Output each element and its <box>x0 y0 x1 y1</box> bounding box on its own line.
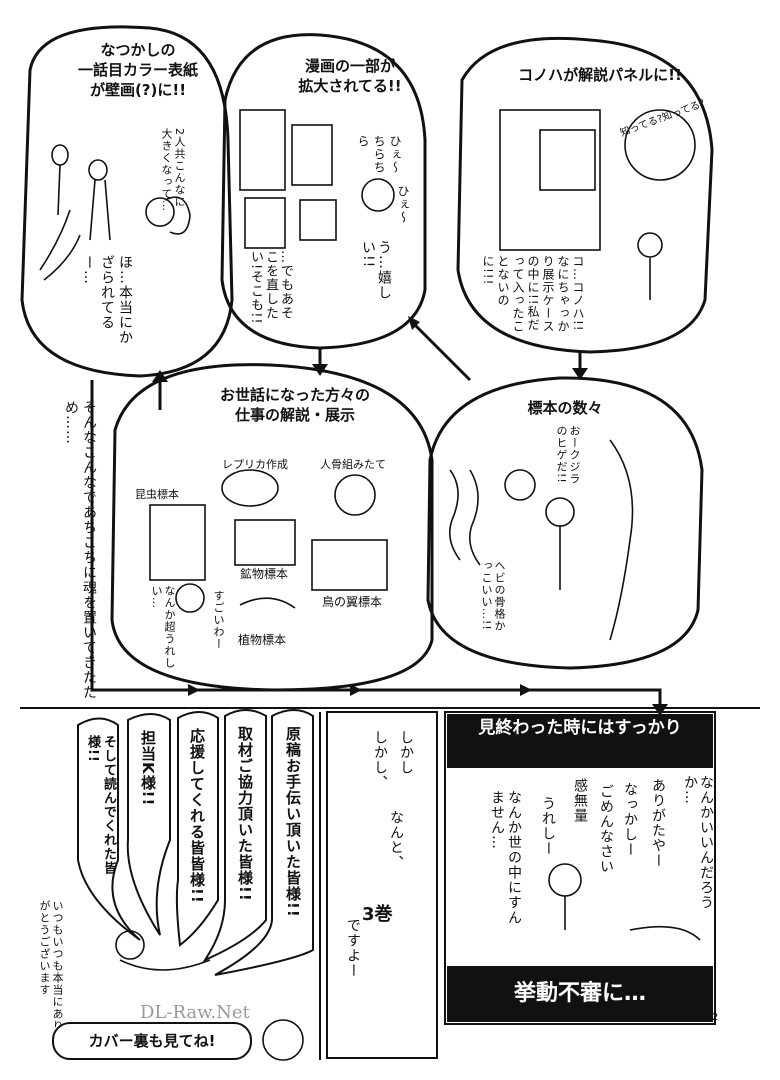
right-bubble2: ヘビの骨格かっこいい…!! <box>480 560 506 632</box>
top-middle-sfx1: ひぇ〜ちらちら <box>356 135 402 174</box>
callout-bubble-3 <box>175 711 219 947</box>
top-left-caption: ほ…本当にかざられてるー… <box>81 255 133 345</box>
cover-note-bubble: カバー裏も見てね! <box>52 1022 252 1060</box>
callout-bubble-2 <box>126 713 171 936</box>
label-plants: 植物標本 <box>238 633 287 647</box>
middle-line3: なんと、 <box>388 810 404 870</box>
callout-bubble-1 <box>77 717 141 941</box>
middle-line1: しかし <box>398 730 414 775</box>
right-footer: 挙動不審に… <box>513 981 646 1006</box>
panel-top-middle-heading: 漫画の一部が 拡大されてる!! <box>285 56 415 96</box>
heading-line: が壁画(?)に!! <box>89 81 187 99</box>
heading-line: 拡大されてる!! <box>298 77 402 95</box>
thanks-assistants: 原稿お手伝い頂いた皆様!! <box>284 726 302 918</box>
thanks-editor: 担当K様!! <box>139 730 157 807</box>
top-middle-sfx2: ひぇ〜 <box>396 185 410 224</box>
panel-bubble-top-left <box>20 25 234 378</box>
center-sfx: すごいわー <box>212 590 225 650</box>
side-narration: そんなこんなであちこちに魂を置いてきたため…… <box>63 400 97 700</box>
right-footer-bar: 挙動不審に… <box>447 966 713 1022</box>
right-title-bar: 見終わった時にはすっかり <box>447 714 713 768</box>
heading-line: 漫画の一部が <box>304 57 395 75</box>
right-text3: なっかしー <box>622 782 638 857</box>
label-birds: 鳥の翼標本 <box>322 595 383 609</box>
thanks-supporters: 応援してくれる皆皆様!! <box>188 728 206 904</box>
panel-center-heading: お世話になった方々の 仕事の解説・展示 <box>190 385 400 425</box>
label-skull: 人骨組みたて <box>320 458 386 471</box>
thanks-always: いつもいつも本当にありがとうございます <box>38 900 64 1032</box>
page-number: 2 <box>712 1012 719 1023</box>
right-text5: 感無量 <box>572 778 588 823</box>
panel-top-left-heading: なつかしの 一話目カラー表紙 が壁画(?)に!! <box>58 40 218 100</box>
thanks-readers: そして読んでくれた皆様!! <box>85 735 116 875</box>
top-middle-speech2: …でもあそこを直したい!そこも!! <box>248 250 293 325</box>
right-bubble1: おークジラのヒゲだ!! <box>555 425 581 485</box>
panel-bubble-center <box>110 363 434 692</box>
middle-volume: 3巻 <box>362 904 393 925</box>
thanks-interviewees: 取材ご協力頂いた皆様!! <box>236 726 254 902</box>
panel-bubble-right <box>426 376 704 670</box>
right-text2: ありがたやー <box>650 778 666 868</box>
middle-line2: しかし、 <box>372 730 388 790</box>
top-left-bubble: 2人共こんなに大きくなって… <box>160 128 186 212</box>
right-text1: なんかいいんだろうか… <box>682 775 714 910</box>
top-right-caption: コ…コノハ!!なにちゃっかり展示ケースの中に!!私だって入ったことないのに!!! <box>481 255 585 333</box>
heading-line: 仕事の解説・展示 <box>234 406 355 424</box>
label-replica: レプリカ作成 <box>222 458 288 471</box>
cover-note-text: カバー裏も見てね! <box>88 1032 216 1050</box>
callout-bubble-4 <box>202 709 267 963</box>
watermark: DL-Raw.Net <box>140 1002 250 1023</box>
label-minerals: 鉱物標本 <box>240 567 289 581</box>
panel-right-heading: 標本の数々 <box>527 399 603 417</box>
right-text6: うれしー <box>540 796 556 856</box>
heading-line: 一話目カラー表紙 <box>77 61 198 79</box>
panel-bubble-top-right <box>456 36 714 354</box>
callout-bubble-5 <box>214 709 314 976</box>
right-text4: ごめんなさい <box>598 784 614 874</box>
heading-line: なつかしの <box>100 41 176 59</box>
heading-line: お世話になった方々の <box>219 386 370 404</box>
center-speech: なんか超うれしい… <box>150 585 176 669</box>
panel-top-right-heading: コノハが解説パネルに!! <box>518 66 682 84</box>
label-insects: 昆虫標本 <box>135 488 179 501</box>
top-middle-speech1: う…嬉しい!! <box>360 240 392 300</box>
panel-bubble-top-middle <box>220 33 427 350</box>
middle-line4: ですよー <box>345 918 361 978</box>
right-title: 見終わった時にはすっかり <box>478 718 682 738</box>
right-text7: なんか世の中にすんません… <box>489 790 522 925</box>
